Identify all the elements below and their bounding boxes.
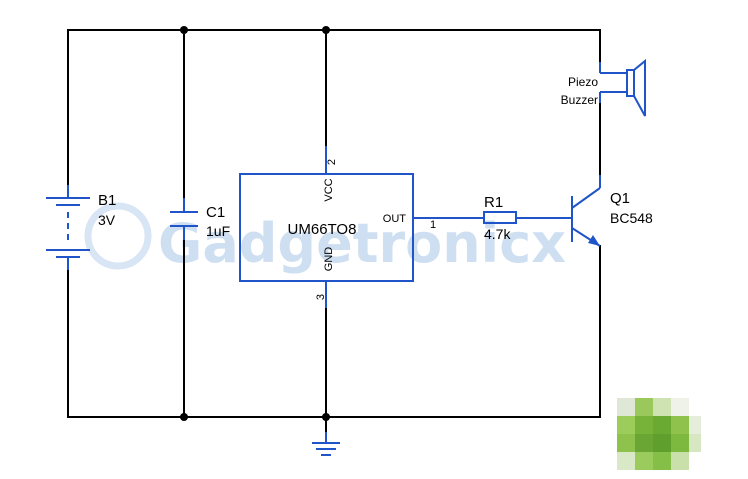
ic-vcc-label: VCC: [323, 178, 335, 201]
battery-b1: B1 3V: [46, 185, 116, 270]
battery-ref: B1: [98, 192, 116, 209]
pixel-logo: [617, 398, 701, 470]
piezo-buzzer: Piezo Buzzer: [561, 58, 646, 117]
ground-symbol: [312, 432, 340, 456]
ic-um66: 2 3 1 VCC GND OUT UM66TO8: [239, 146, 470, 308]
resistor-ref: R1: [484, 194, 503, 211]
ic-out-label: OUT: [383, 213, 407, 225]
capacitor-c1: C1 1uF: [170, 198, 230, 240]
transistor-value: BC548: [610, 210, 653, 226]
ic-pin-gnd-number: 3: [315, 294, 327, 300]
capacitor-value: 1uF: [206, 223, 230, 239]
resistor-value: 4.7k: [484, 226, 511, 242]
watermark-text: Gadgetronicx: [158, 212, 566, 275]
junction-dot: [180, 26, 188, 34]
transistor-ref: Q1: [610, 190, 630, 207]
battery-value: 3V: [98, 212, 116, 228]
transistor-q1: Q1 BC548: [566, 175, 653, 247]
ic-gnd-label: GND: [323, 247, 335, 272]
junctions: [180, 26, 330, 421]
buzzer-label-line1: Piezo: [568, 75, 598, 89]
ic-pin-out-number: 1: [430, 219, 436, 231]
buzzer-label-line2: Buzzer: [561, 93, 598, 107]
ic-pin-vcc-number: 2: [326, 159, 338, 165]
resistor-r1: R1 4.7k: [470, 194, 566, 242]
ic-name: UM66TO8: [288, 221, 357, 238]
junction-dot: [322, 26, 330, 34]
junction-dot: [180, 413, 188, 421]
capacitor-ref: C1: [206, 204, 225, 221]
junction-dot: [322, 413, 330, 421]
